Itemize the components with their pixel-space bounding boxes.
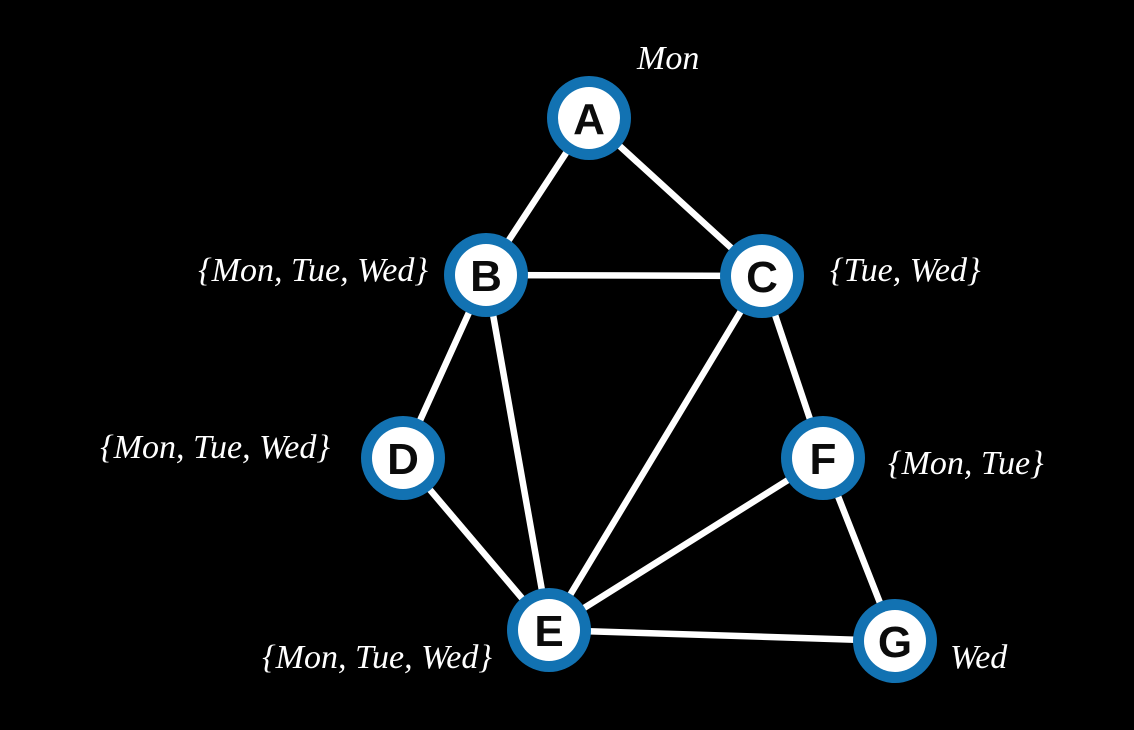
domain-label-G: Wed (950, 639, 1008, 676)
node-fill-A (558, 87, 620, 149)
node-letter-G: G (878, 618, 912, 667)
node-fill-D (372, 427, 434, 489)
edge-layer (399, 114, 899, 645)
edge-E-F (545, 454, 827, 634)
node-E: E (507, 588, 591, 672)
label-layer: Mon {Mon, Tue, Wed} {Tue, Wed} {Mon, Tue, W… (100, 40, 1044, 676)
domain-label-C: {Tue, Wed} (830, 252, 981, 289)
node-layer: A B C D E F G (361, 76, 937, 683)
node-fill-B (455, 244, 517, 306)
domain-label-D: {Mon, Tue, Wed} (100, 429, 330, 466)
node-letter-C: C (746, 253, 778, 302)
domain-label-F: {Mon, Tue} (888, 445, 1044, 482)
node-fill-E (518, 599, 580, 661)
domain-label-A: Mon (636, 40, 699, 77)
edge-B-C (482, 271, 766, 280)
node-fill-C (731, 245, 793, 307)
node-letter-A: A (573, 95, 605, 144)
node-letter-B: B (470, 252, 502, 301)
node-G: G (853, 599, 937, 683)
node-D: D (361, 416, 445, 500)
node-letter-F: F (810, 435, 837, 484)
edge-C-E (545, 272, 766, 634)
node-B: B (444, 233, 528, 317)
domain-label-B: {Mon, Tue, Wed} (198, 252, 428, 289)
node-letter-D: D (387, 435, 419, 484)
edge-E-G (545, 626, 899, 645)
node-F: F (781, 416, 865, 500)
node-fill-F (792, 427, 854, 489)
edge-B-E (482, 271, 553, 634)
domain-label-E: {Mon, Tue, Wed} (262, 639, 492, 676)
node-letter-E: E (534, 607, 563, 656)
node-A: A (547, 76, 631, 160)
node-fill-G (864, 610, 926, 672)
node-C: C (720, 234, 804, 318)
